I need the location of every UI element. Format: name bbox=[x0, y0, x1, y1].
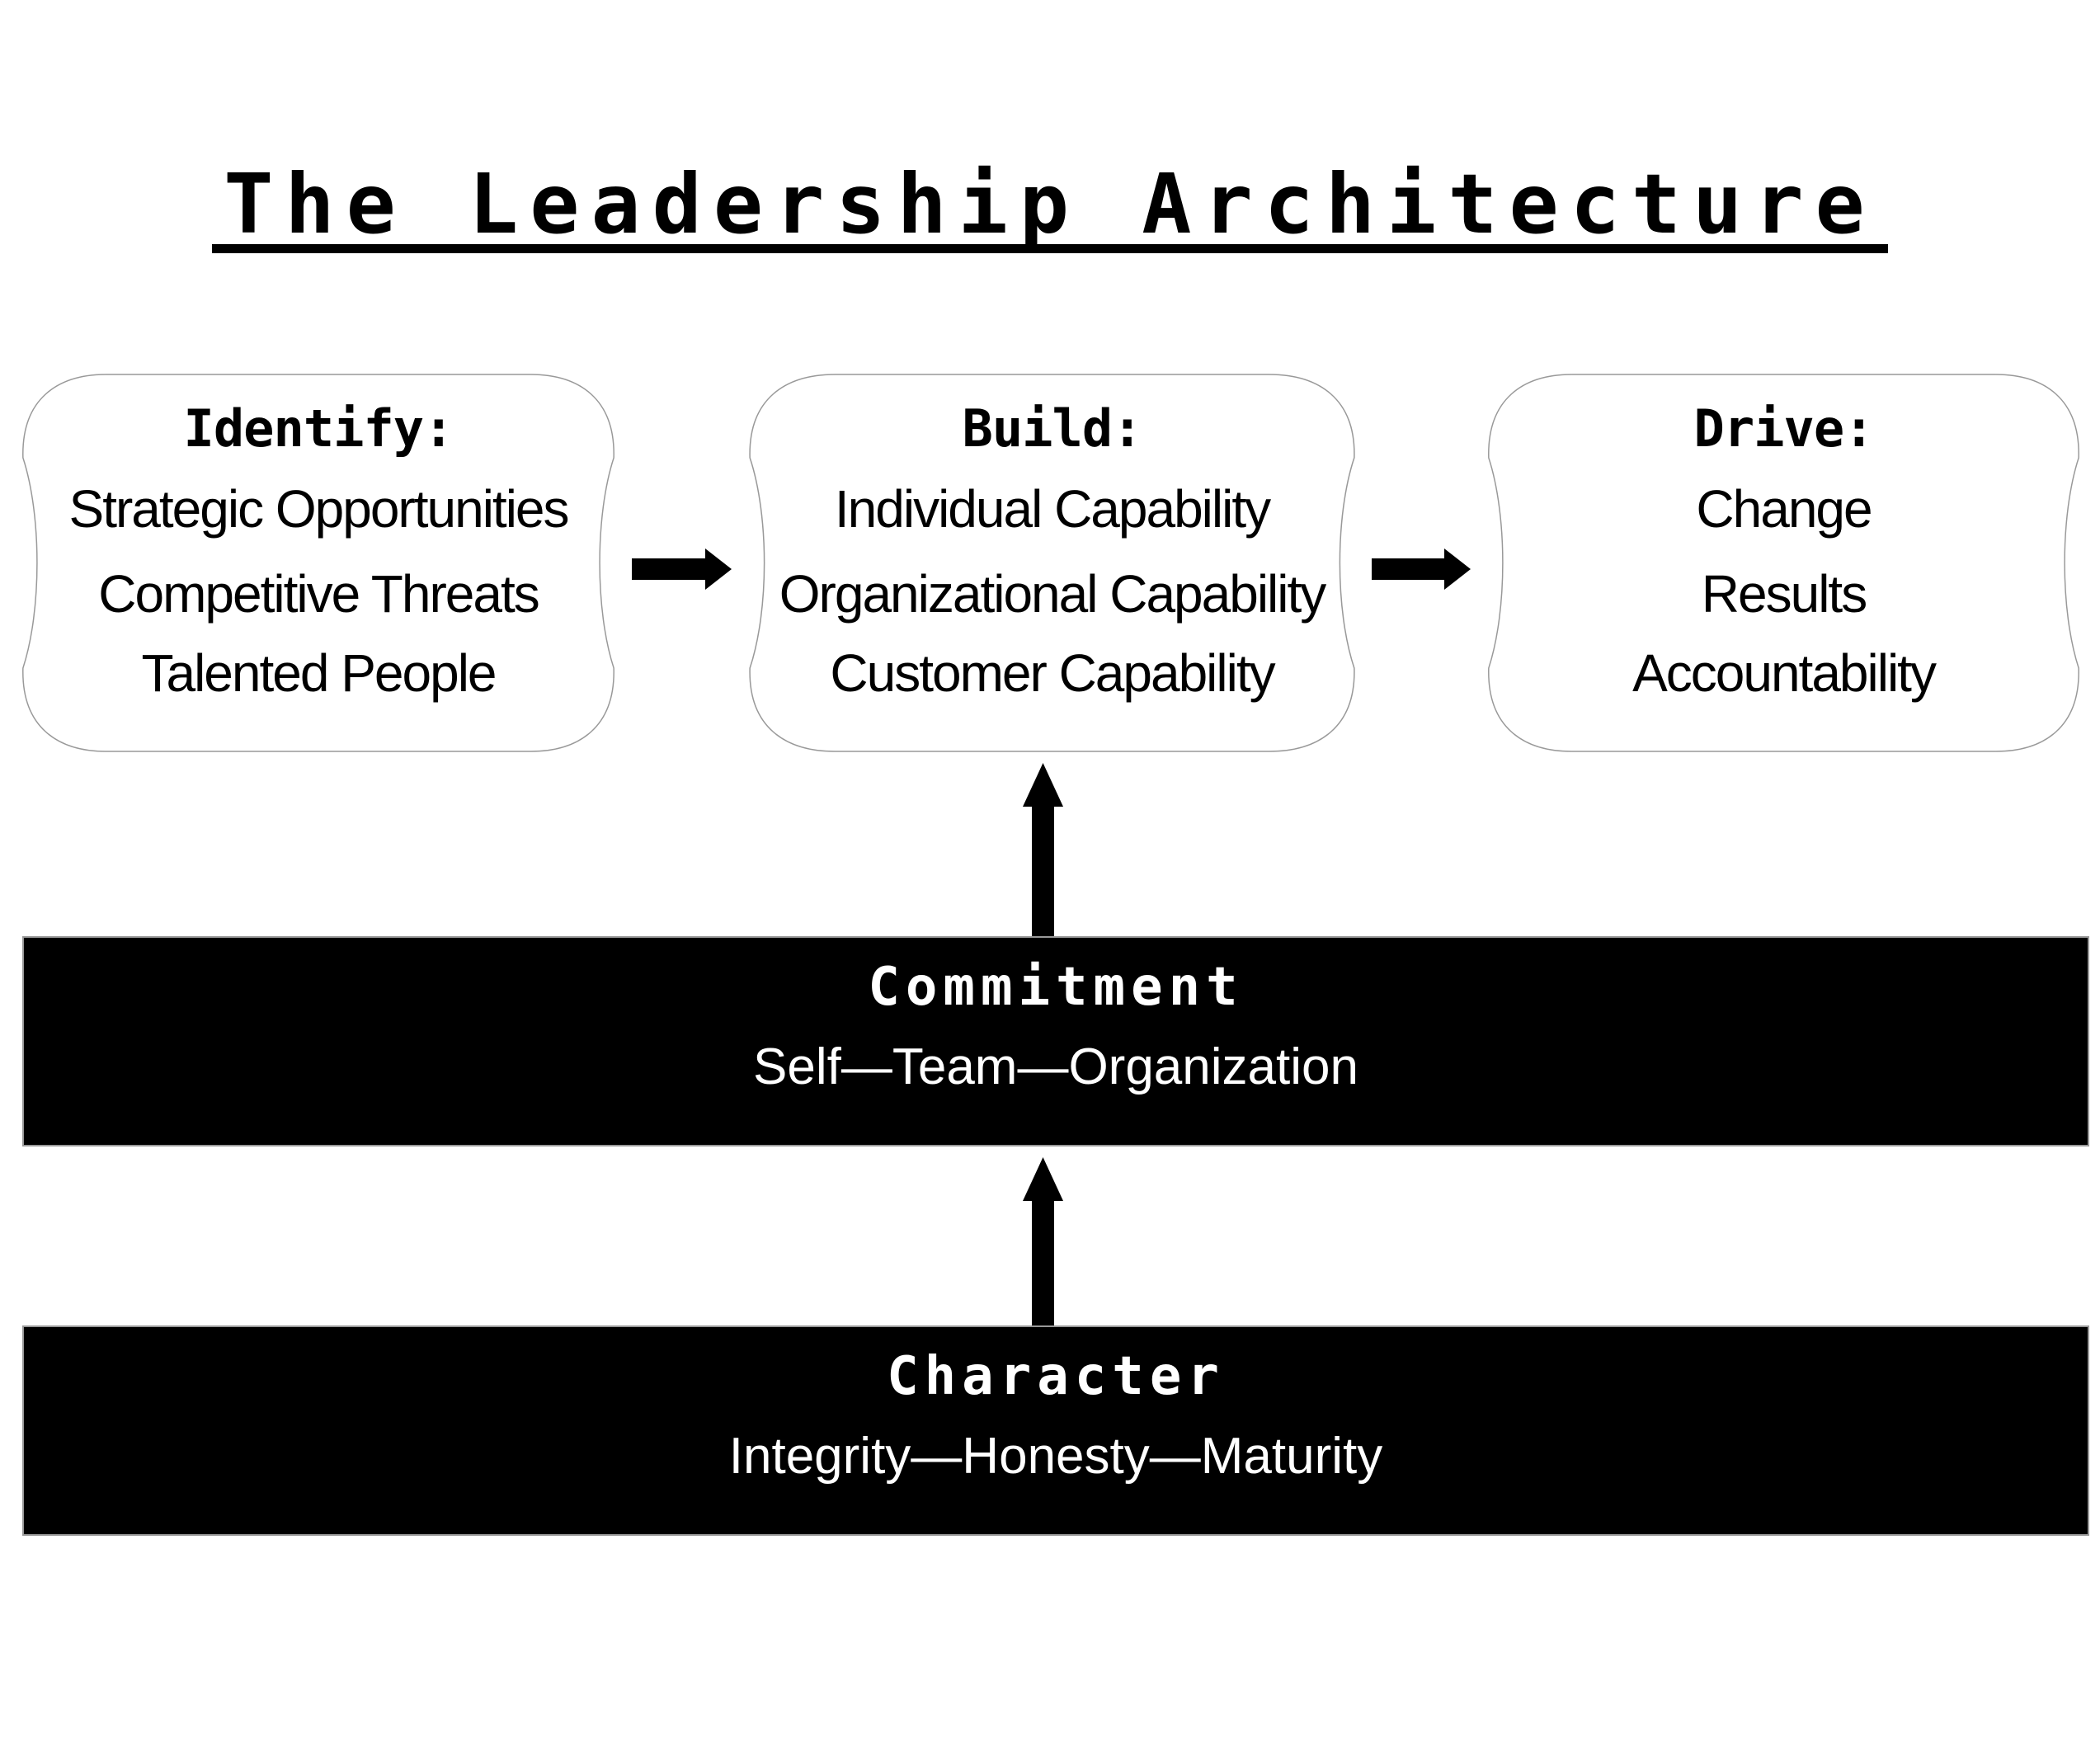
build-item-individual-capability: Individual Capability bbox=[834, 479, 1271, 539]
arrow-up-icon bbox=[1023, 763, 1063, 936]
arrow-right-icon bbox=[632, 548, 732, 590]
drive-box: Drive: Change Results Accountability bbox=[1478, 371, 2089, 755]
character-bar-subtitle: Integrity—Honesty—Maturity bbox=[728, 1428, 1383, 1485]
drive-item-results: Results bbox=[1701, 564, 1867, 624]
drive-item-accountability: Accountability bbox=[1632, 643, 1937, 703]
drive-item-change: Change bbox=[1696, 479, 1872, 539]
commitment-bar-header: Commitment bbox=[868, 957, 1244, 1018]
build-box-outline bbox=[749, 374, 1355, 752]
build-box-header: Build: bbox=[962, 398, 1143, 459]
identify-item-strategic-opportunities: Strategic Opportunities bbox=[68, 479, 570, 539]
commitment-bar: Commitment Self—Team—Organization bbox=[22, 936, 2089, 1146]
character-bar-header: Character bbox=[887, 1346, 1225, 1407]
identify-item-competitive-threats: Competitive Threats bbox=[98, 564, 540, 624]
page-title-text: The Leadership Architecture bbox=[212, 163, 1888, 253]
drive-box-outline bbox=[1488, 374, 2079, 752]
page-title: The Leadership Architecture bbox=[0, 163, 2100, 253]
identify-box-outline bbox=[22, 374, 614, 752]
build-item-organizational-capability: Organizational Capability bbox=[779, 564, 1327, 624]
build-item-customer-capability: Customer Capability bbox=[830, 643, 1275, 703]
arrow-right-icon bbox=[1372, 548, 1471, 590]
identify-box-header: Identify: bbox=[183, 398, 454, 459]
identify-box: Identify: Strategic Opportunities Compet… bbox=[12, 371, 624, 755]
drive-box-header: Drive: bbox=[1693, 398, 1875, 459]
character-bar: Character Integrity—Honesty—Maturity bbox=[22, 1325, 2089, 1536]
identify-item-talented-people: Talented People bbox=[141, 643, 497, 703]
commitment-bar-subtitle: Self—Team—Organization bbox=[753, 1038, 1358, 1095]
build-box: Build: Individual Capability Organizatio… bbox=[739, 371, 1365, 755]
arrow-up-icon bbox=[1023, 1157, 1063, 1325]
